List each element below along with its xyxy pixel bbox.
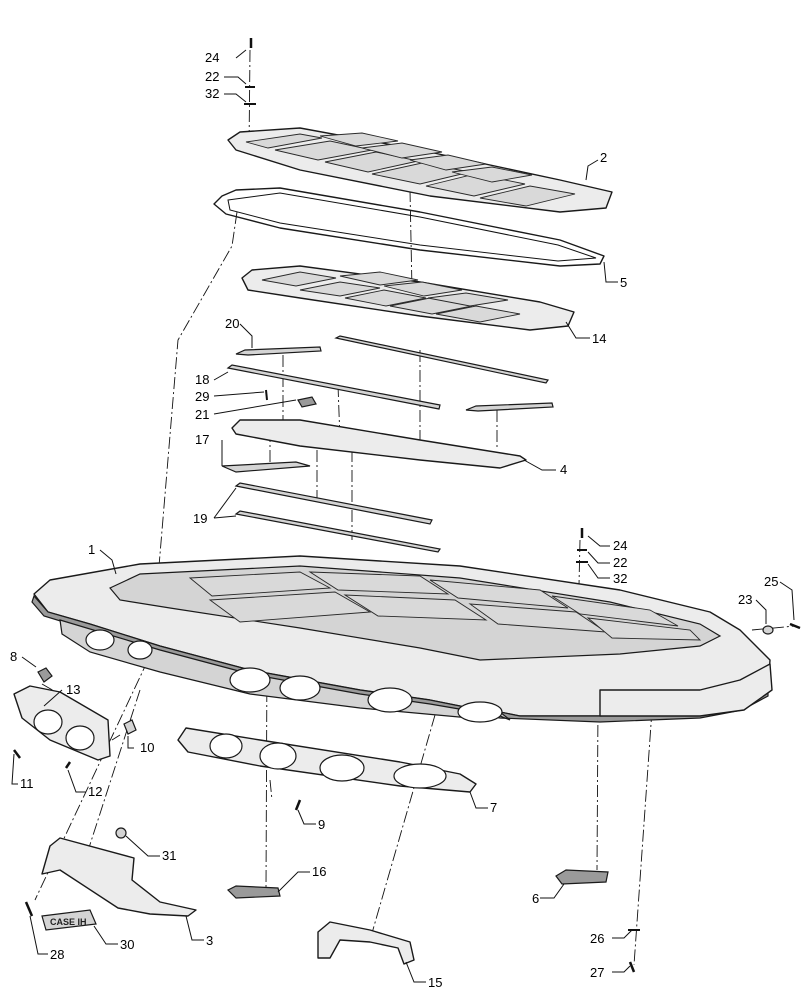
- callout-31: 31: [162, 848, 176, 863]
- part-1-headliner: [31, 555, 773, 723]
- part-18-strip: [226, 335, 549, 410]
- part-7-vent-panel: [177, 727, 477, 793]
- callout-labels: 24 22 32 2 5 14 20 18 29 21 4 17 19 1 24…: [10, 50, 778, 990]
- callout-24-top: 24: [205, 50, 219, 65]
- callout-1: 1: [88, 542, 95, 557]
- callout-3: 3: [206, 933, 213, 948]
- callout-5: 5: [620, 275, 627, 290]
- part-8-plug: [37, 667, 53, 683]
- part-12-screw: [64, 761, 72, 769]
- callout-32-top: 32: [205, 86, 219, 101]
- callout-19: 19: [193, 511, 207, 526]
- callout-32-right: 32: [613, 571, 627, 586]
- callout-24-right: 24: [613, 538, 627, 553]
- part-10-clip: [123, 719, 137, 735]
- callout-18: 18: [195, 372, 209, 387]
- case-ih-logo-text: CASE IH: [50, 917, 87, 927]
- callout-30: 30: [120, 937, 134, 952]
- part-3-cover: [41, 837, 197, 917]
- part-6-block: [555, 869, 609, 885]
- callout-8: 8: [10, 649, 17, 664]
- hardware-stack-top: [244, 38, 256, 105]
- callout-4: 4: [560, 462, 567, 477]
- part-17-pad: [221, 461, 311, 473]
- callout-15: 15: [428, 975, 442, 990]
- callout-16: 16: [312, 864, 326, 879]
- hardware-25-23: [762, 622, 801, 635]
- part-27-screw: [628, 961, 636, 973]
- part-11-screw: [13, 749, 21, 759]
- callout-9: 9: [318, 817, 325, 832]
- part-29-screw: [265, 389, 268, 401]
- part-2-top-panel: [227, 127, 613, 213]
- callout-28: 28: [50, 947, 64, 962]
- hardware-stack-right: [576, 528, 588, 563]
- callout-2: 2: [600, 150, 607, 165]
- callout-14: 14: [592, 331, 606, 346]
- part-4-trim-plate: [231, 419, 527, 469]
- part-9-screw: [294, 799, 302, 811]
- callout-12: 12: [88, 784, 102, 799]
- part-31-nut: [115, 827, 127, 839]
- part-5-seal: [213, 187, 605, 267]
- callout-10: 10: [140, 740, 154, 755]
- part-16-block: [226, 885, 281, 899]
- part-15-bracket: [317, 921, 415, 965]
- callout-26: 26: [590, 931, 604, 946]
- callout-20: 20: [225, 316, 239, 331]
- callout-17: 17: [195, 432, 209, 447]
- callout-7: 7: [490, 800, 497, 815]
- part-30-logo-badge: CASE IH: [41, 909, 97, 931]
- leader-lines: [11, 49, 795, 983]
- callout-11: 11: [20, 776, 34, 791]
- part-28-screw: [24, 901, 34, 917]
- callout-21: 21: [195, 407, 209, 422]
- callout-22-right: 22: [613, 555, 627, 570]
- callout-6: 6: [532, 891, 539, 906]
- part-19-strips: [234, 482, 442, 553]
- callout-23: 23: [738, 592, 752, 607]
- callout-22-top: 22: [205, 69, 219, 84]
- part-20-bracket: [235, 346, 554, 412]
- callout-29: 29: [195, 389, 209, 404]
- part-21-label: [297, 396, 317, 408]
- callout-25: 25: [764, 574, 778, 589]
- callout-27: 27: [590, 965, 604, 980]
- part-13-vent-bezel: [13, 685, 111, 761]
- callout-13: 13: [66, 682, 80, 697]
- part-14-mid-panel: [241, 265, 575, 331]
